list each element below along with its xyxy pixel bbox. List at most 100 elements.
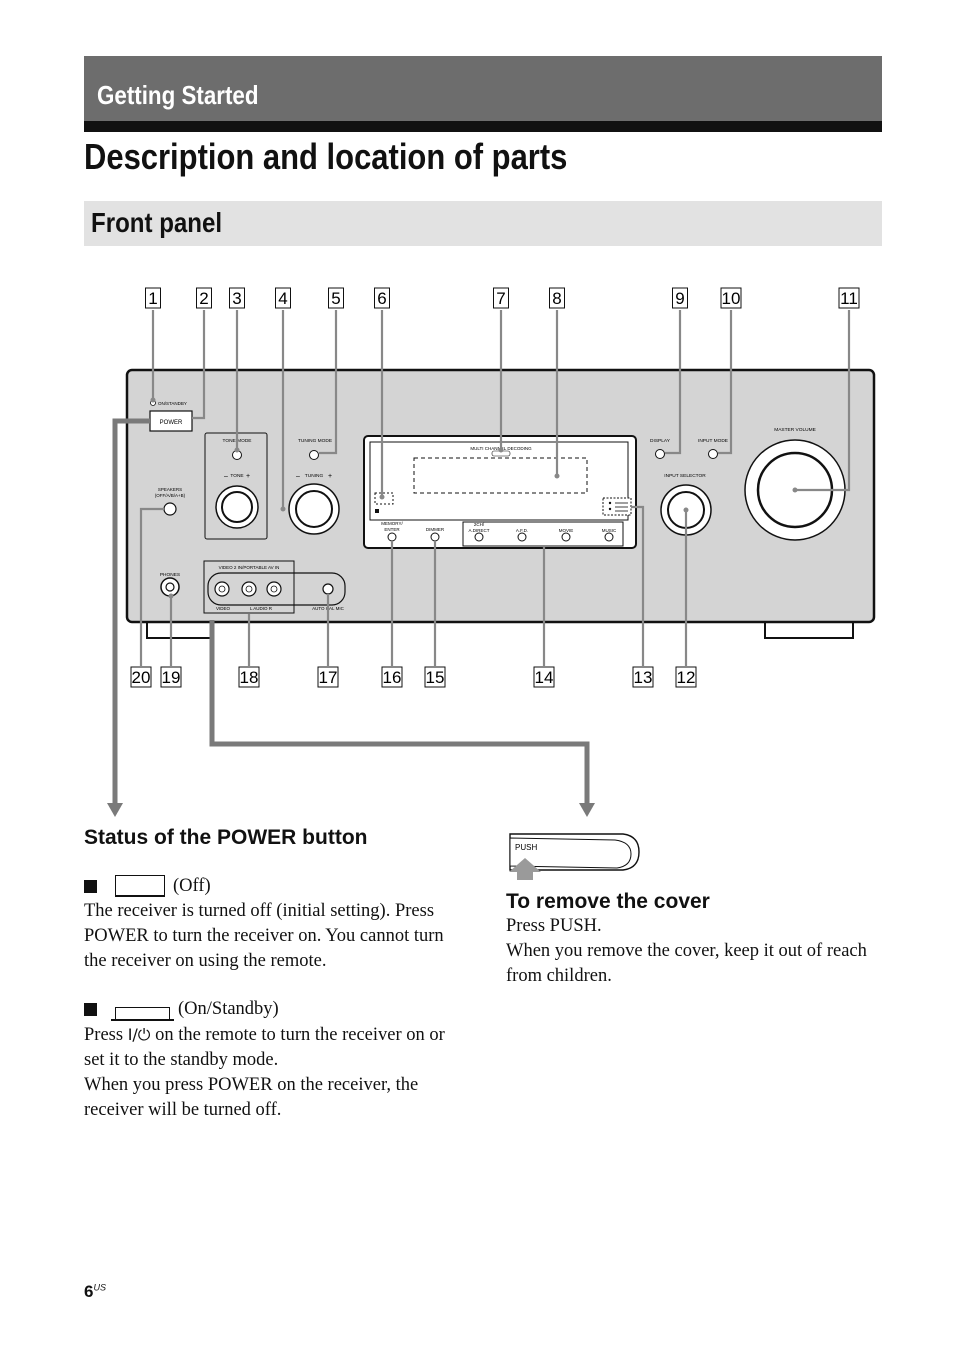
display-button-label: DISPLAY [650, 438, 671, 444]
callout-number: 3 [232, 289, 241, 308]
callout-box [196, 287, 212, 309]
cover-arrow [209, 620, 590, 806]
callout-leader-lines [139, 310, 851, 666]
tuning-plus: + [328, 473, 332, 480]
callout-box [328, 287, 344, 309]
adirect-label-2: A.DIRECT [468, 528, 489, 533]
afd-button[interactable] [517, 532, 527, 542]
push-arrow-icon [509, 858, 541, 872]
callout-box [317, 666, 339, 688]
callout-number: 20 [132, 668, 151, 687]
callout-box [145, 287, 161, 309]
dimmer-button[interactable] [430, 532, 440, 542]
power-symbol-icon: I/⏻ [127, 1025, 151, 1044]
power-status-section: Status of the POWER button (Off) The rec… [84, 826, 464, 1123]
display-button[interactable] [655, 449, 665, 459]
on-desc-post: on the remote to turn the receiver on or… [84, 1025, 445, 1070]
speakers-label-2: (OFF/A/B/A+B) [155, 493, 186, 498]
sound-field-frame [462, 521, 624, 547]
callout-box [672, 287, 688, 309]
off-label: (Off) [173, 875, 211, 896]
speakers-label-1: SPEAKERS [158, 487, 182, 492]
bullet-square-icon [84, 1002, 97, 1016]
remote-sensor [374, 492, 394, 505]
callout-box [533, 666, 555, 688]
tuning-label: TUNING [305, 473, 324, 479]
adirect-button[interactable] [474, 532, 484, 542]
remove-cover-section: To remove the cover Press PUSH. When you… [506, 828, 876, 989]
sensor-mark [375, 509, 379, 513]
video-jack[interactable] [214, 581, 230, 597]
display-area [413, 457, 588, 494]
callout-number: 13 [634, 668, 653, 687]
on-desc-pre: Press [84, 1025, 124, 1045]
phones-label: PHONES [160, 572, 180, 578]
callout-number: 5 [331, 289, 340, 308]
callout-box [493, 287, 509, 309]
callout-box [374, 287, 390, 309]
tone-knob[interactable] [221, 491, 253, 523]
off-description: The receiver is turned off (initial sett… [84, 901, 444, 971]
subsection-header-bar: Front panel [84, 201, 882, 246]
audio-jack-label: L AUDIO R [250, 606, 273, 611]
on-standby-label: ON/STANDBY [158, 401, 187, 406]
callout-number: 15 [426, 668, 445, 687]
callout-number: 1 [148, 289, 157, 308]
tuning-mode-button[interactable] [309, 450, 319, 460]
callout-number: 7 [496, 289, 505, 308]
music-button[interactable] [604, 532, 614, 542]
callout-number: 2 [199, 289, 208, 308]
callout-number: 12 [677, 668, 696, 687]
power-button-on-icon [111, 1006, 174, 1021]
page-number-value: 6 [84, 1282, 94, 1301]
callout-number: 14 [535, 668, 554, 687]
page-suffix: US [93, 1282, 106, 1293]
on-description: Press I/⏻ on the remote to turn the rece… [84, 1022, 464, 1073]
section-title: Getting Started [97, 80, 259, 110]
dmport-logo [602, 497, 632, 516]
callout-number: 4 [278, 289, 287, 308]
memory-label-2: ENTER [384, 527, 400, 532]
memory-enter-button[interactable] [387, 532, 397, 542]
display-window [369, 441, 629, 521]
input-mode-button[interactable] [708, 449, 718, 459]
callout-number: 11 [840, 289, 858, 308]
bullet-square-icon [84, 879, 97, 893]
speakers-button[interactable] [163, 502, 177, 516]
music-label: MUSIC [602, 528, 617, 533]
front-panel-diagram: ON/STANDBY POWER TONE MODE TONE – + TUNI… [107, 287, 876, 817]
remove-cover-line1: Press PUSH. [506, 916, 602, 936]
tuning-knob[interactable] [295, 490, 333, 528]
memory-label-1: MEMORY/ [381, 521, 403, 526]
subsection-title: Front panel [91, 207, 223, 238]
power-arrow [112, 418, 150, 806]
power-status-heading: Status of the POWER button [84, 826, 368, 849]
phones-jack[interactable] [165, 582, 175, 592]
off-state-line: (Off) [84, 873, 464, 899]
remove-cover-line2: When you remove the cover, keep it out o… [506, 941, 867, 986]
tone-plus: + [246, 473, 250, 480]
callout-number: 18 [240, 668, 259, 687]
callout-number: 8 [552, 289, 561, 308]
adirect-label-1: 2CH/ [474, 522, 485, 527]
callout-number: 16 [383, 668, 402, 687]
auto-cal-mic-jack[interactable] [322, 583, 334, 595]
callout-box [130, 666, 152, 688]
callout-box [675, 666, 697, 688]
audio-l-jack[interactable] [241, 581, 257, 597]
tone-label: TONE [230, 473, 243, 479]
movie-button[interactable] [561, 532, 571, 542]
callout-number: 9 [675, 289, 684, 308]
av-jack-group [207, 572, 346, 606]
push-cover-illustration: PUSH [509, 833, 640, 880]
callout-box [549, 287, 565, 309]
callout-number: 10 [722, 289, 741, 308]
input-selector-label: INPUT SELECTOR [664, 473, 706, 479]
power-button-off-icon [115, 875, 165, 897]
video2-frame [203, 560, 295, 614]
tone-minus: – [224, 473, 228, 480]
audio-r-jack[interactable] [266, 581, 282, 597]
callout-number: 17 [319, 668, 338, 687]
on-state-line: (On/Standby) [84, 996, 464, 1022]
